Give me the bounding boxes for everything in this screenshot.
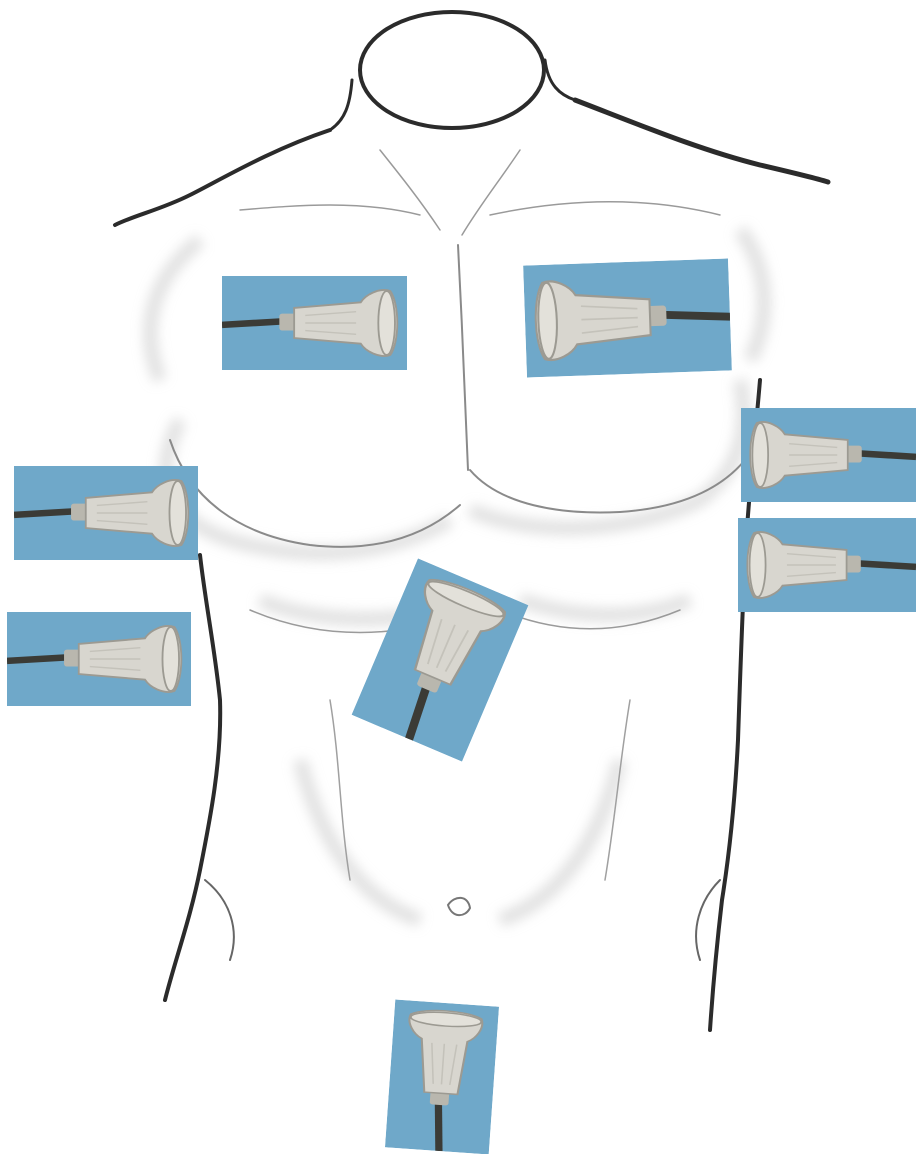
ultrasound-probe-icon bbox=[523, 258, 732, 377]
ultrasound-probe-icon bbox=[7, 612, 191, 706]
ultrasound-probe-icon bbox=[741, 408, 916, 502]
ultrasound-probe-icon bbox=[385, 1000, 499, 1154]
body-outline bbox=[115, 12, 828, 1030]
ultrasound-probe-icon bbox=[222, 276, 407, 370]
ultrasound-probe-icon bbox=[738, 518, 916, 612]
neck-outline bbox=[360, 12, 544, 128]
ultrasound-probe-icon bbox=[14, 466, 198, 560]
